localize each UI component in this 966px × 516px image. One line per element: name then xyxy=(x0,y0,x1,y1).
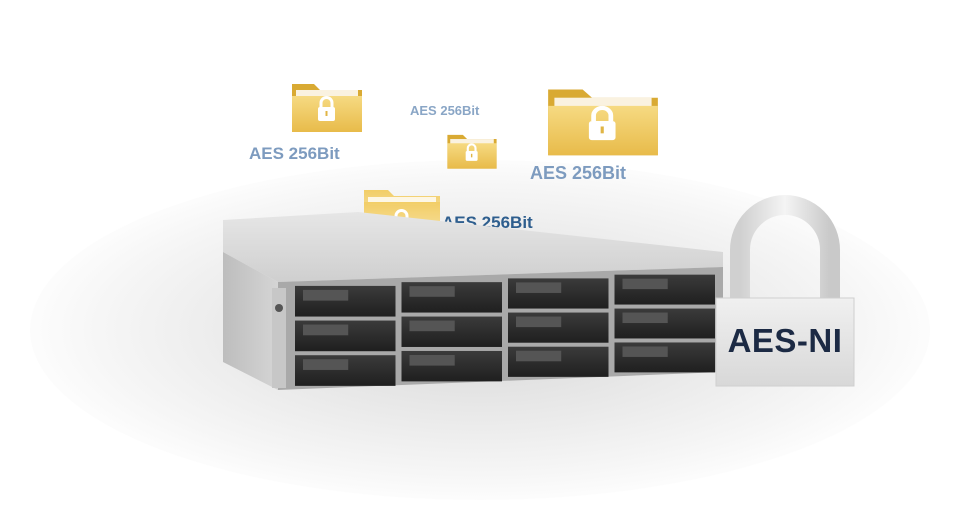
drive-bay-handle xyxy=(622,312,668,324)
drive-bay-handle xyxy=(516,282,562,293)
drive-bay-handle xyxy=(409,354,455,366)
padlock-icon xyxy=(710,190,860,395)
folder-lock-icon xyxy=(545,84,661,158)
aes-ni-label: AES-NI xyxy=(727,322,843,359)
encryption-label: AES 256Bit xyxy=(410,103,480,118)
nas-server-icon xyxy=(218,212,738,407)
drive-bay-handle xyxy=(516,316,562,328)
drive-bay-handle xyxy=(303,324,349,336)
drive-bay-handle xyxy=(516,350,562,362)
drive-bay-handle xyxy=(303,359,349,370)
folder-lock-icon xyxy=(290,80,364,134)
drive-bay-handle xyxy=(303,289,349,301)
encryption-label: AES 256Bit xyxy=(530,163,627,183)
folder-lock-icon xyxy=(446,131,498,171)
drive-bay-handle xyxy=(409,320,455,332)
drive-bay-handle xyxy=(409,286,455,297)
drive-bay-handle xyxy=(622,346,668,357)
drive-bay-handle xyxy=(622,278,668,290)
encryption-label: AES 256Bit xyxy=(249,144,340,163)
